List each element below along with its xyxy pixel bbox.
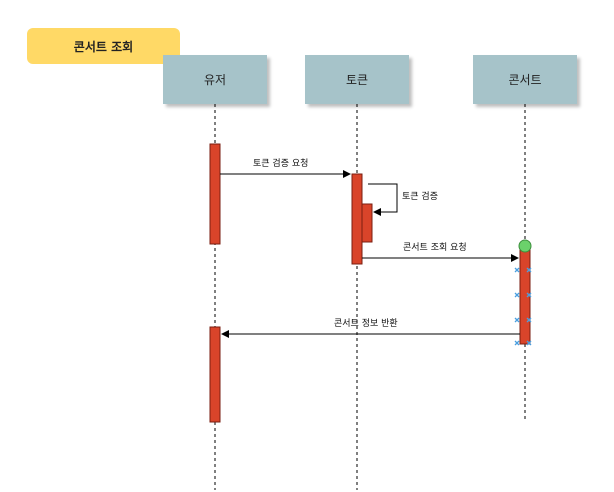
diagram-title[interactable]: 콘서트 조회 [27, 28, 180, 64]
activation-user-2[interactable] [209, 326, 221, 423]
diagram-title-label: 콘서트 조회 [73, 39, 134, 54]
message-label-concert-request: 콘서트 조회 요청 [403, 243, 467, 253]
activation-token-nested[interactable] [361, 203, 373, 243]
message-label-self-verify: 토큰 검증 [402, 192, 438, 202]
message-label-concert-return: 콘서트 정보 반환 [334, 319, 398, 329]
selection-handle[interactable] [514, 292, 520, 298]
message-label-verify-request: 토큰 검증 요청 [253, 159, 309, 169]
selection-handle[interactable] [514, 340, 520, 346]
participant-token[interactable]: 토큰 [305, 55, 409, 104]
selection-handle[interactable] [526, 340, 532, 346]
selection-handle[interactable] [514, 317, 520, 323]
participant-user-label: 유저 [203, 73, 227, 87]
hover-connection-dot[interactable] [518, 239, 532, 253]
selection-handle[interactable] [514, 267, 520, 273]
selection-handles[interactable] [514, 267, 532, 346]
activation-user-1[interactable] [209, 143, 221, 245]
selection-handle[interactable] [526, 267, 532, 273]
message-arrow-self-verify[interactable] [368, 183, 398, 216]
participant-user[interactable]: 유저 [163, 55, 267, 104]
activation-token[interactable] [351, 173, 363, 265]
selection-handle[interactable] [526, 292, 532, 298]
selection-handle[interactable] [526, 317, 532, 323]
participant-token-label: 토큰 [345, 73, 369, 87]
participant-concert[interactable]: 콘서트 [473, 55, 577, 104]
participant-concert-label: 콘서트 [508, 73, 542, 87]
